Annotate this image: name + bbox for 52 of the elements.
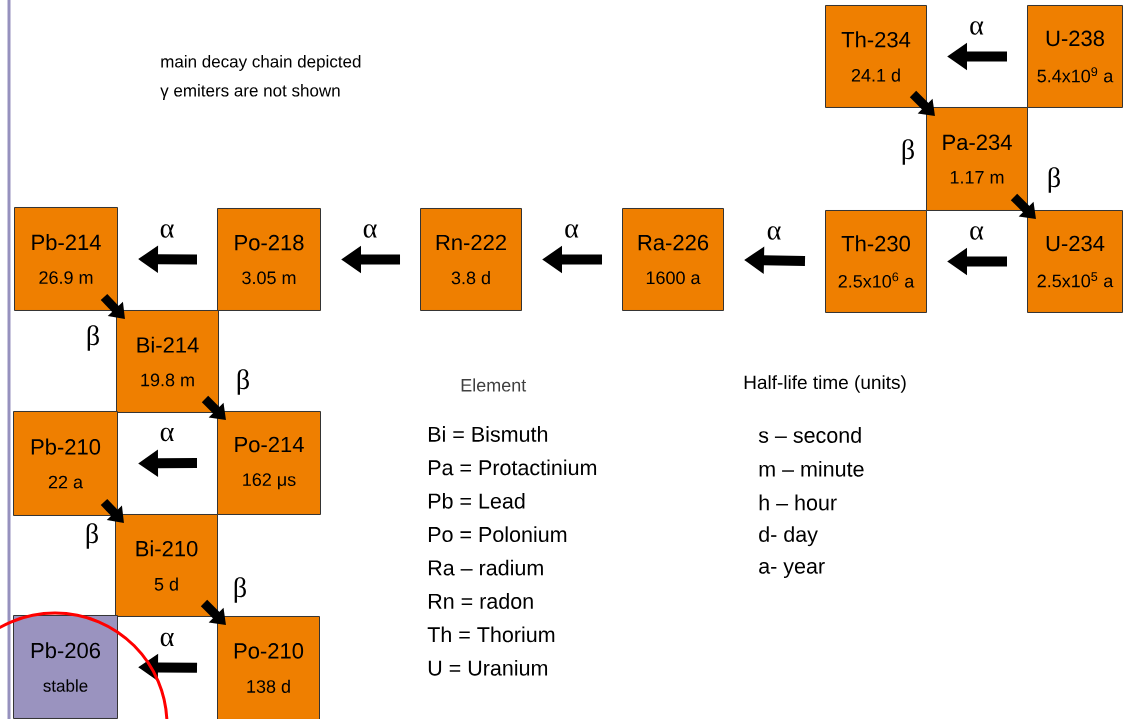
legend-entry: Rn = radon [428,593,533,609]
decay-arrow [201,395,226,420]
edge-label: α [565,224,579,238]
nuclide-box: Po-218 3.05 m [217,208,321,311]
legend-entry: a- year [759,561,825,578]
nuclide-box: Po-210 138 d [217,616,320,719]
nuclide-box: Rn-222 3.8 d [420,208,522,311]
decay-arrow [909,90,935,116]
nuclide-box: Th-230 2.5x10$^{6}$ a [825,210,927,313]
nuclide-box: Pa-234 1.17 m [926,107,1028,211]
decay-arrow [200,599,226,625]
note-text: main decay chain depicted [161,55,361,71]
edge-label: α [970,226,984,240]
edge-label: β [1048,167,1060,193]
legend-heading: Element [461,378,527,392]
edge-label: β [902,139,914,165]
edge-label: α [160,427,174,442]
legend-entry: Ra – radium [428,559,543,576]
edge-label: α [970,21,984,35]
edge-label: β [234,577,246,603]
edge-label: α [160,632,174,647]
nuclide-box: Pb-214 26.9 m [14,207,118,311]
legend-entry: Pb = Lead [428,492,525,509]
nuclide-box: Ra-226 1600 a [622,208,724,311]
nuclide-box: Pb-210 22 a [13,411,118,516]
legend-entry: Th = Thorium [427,626,555,643]
legend-entry: s – second [758,427,861,443]
legend-entry: Bi = Bismuth [428,426,548,442]
legend-entry: Po = Polonium [428,526,567,543]
legend-entry: m – minute [759,460,864,477]
nuclide-box: Th-234 24.1 d [825,5,927,108]
nuclide-box: Bi-210 5 d [115,514,218,617]
edge-label: α [160,224,174,238]
legend-entry: h – hour [759,494,837,511]
legend-entry: Pa = Protactinium [428,459,597,476]
nuclide-box: Pb-206 stable [13,615,118,719]
edge-label: β [237,369,249,395]
note-text: γ emiters are not shown [160,84,340,100]
legend-heading: Half-life time (units) [744,375,906,393]
nuclide-box: Bi-214 19.8 m [116,310,219,413]
decay-arrow [100,498,124,523]
decay-arrow [100,293,125,319]
legend-entry: d- day [759,526,818,547]
edge-label: α [363,224,377,238]
edge-label: α [767,226,781,240]
edge-label: β [86,523,98,549]
nuclide-box: U-238 5.4x10$^{9}$ a [1027,5,1123,108]
nuclide-box: Po-214 162 μs [217,411,321,515]
nuclide-box: U-234 2.5x10$^{5}$ a [1027,210,1123,313]
edge-label: β [87,325,99,351]
legend-entry: U = Uranium [428,659,548,676]
decay-arrow [1010,193,1036,219]
